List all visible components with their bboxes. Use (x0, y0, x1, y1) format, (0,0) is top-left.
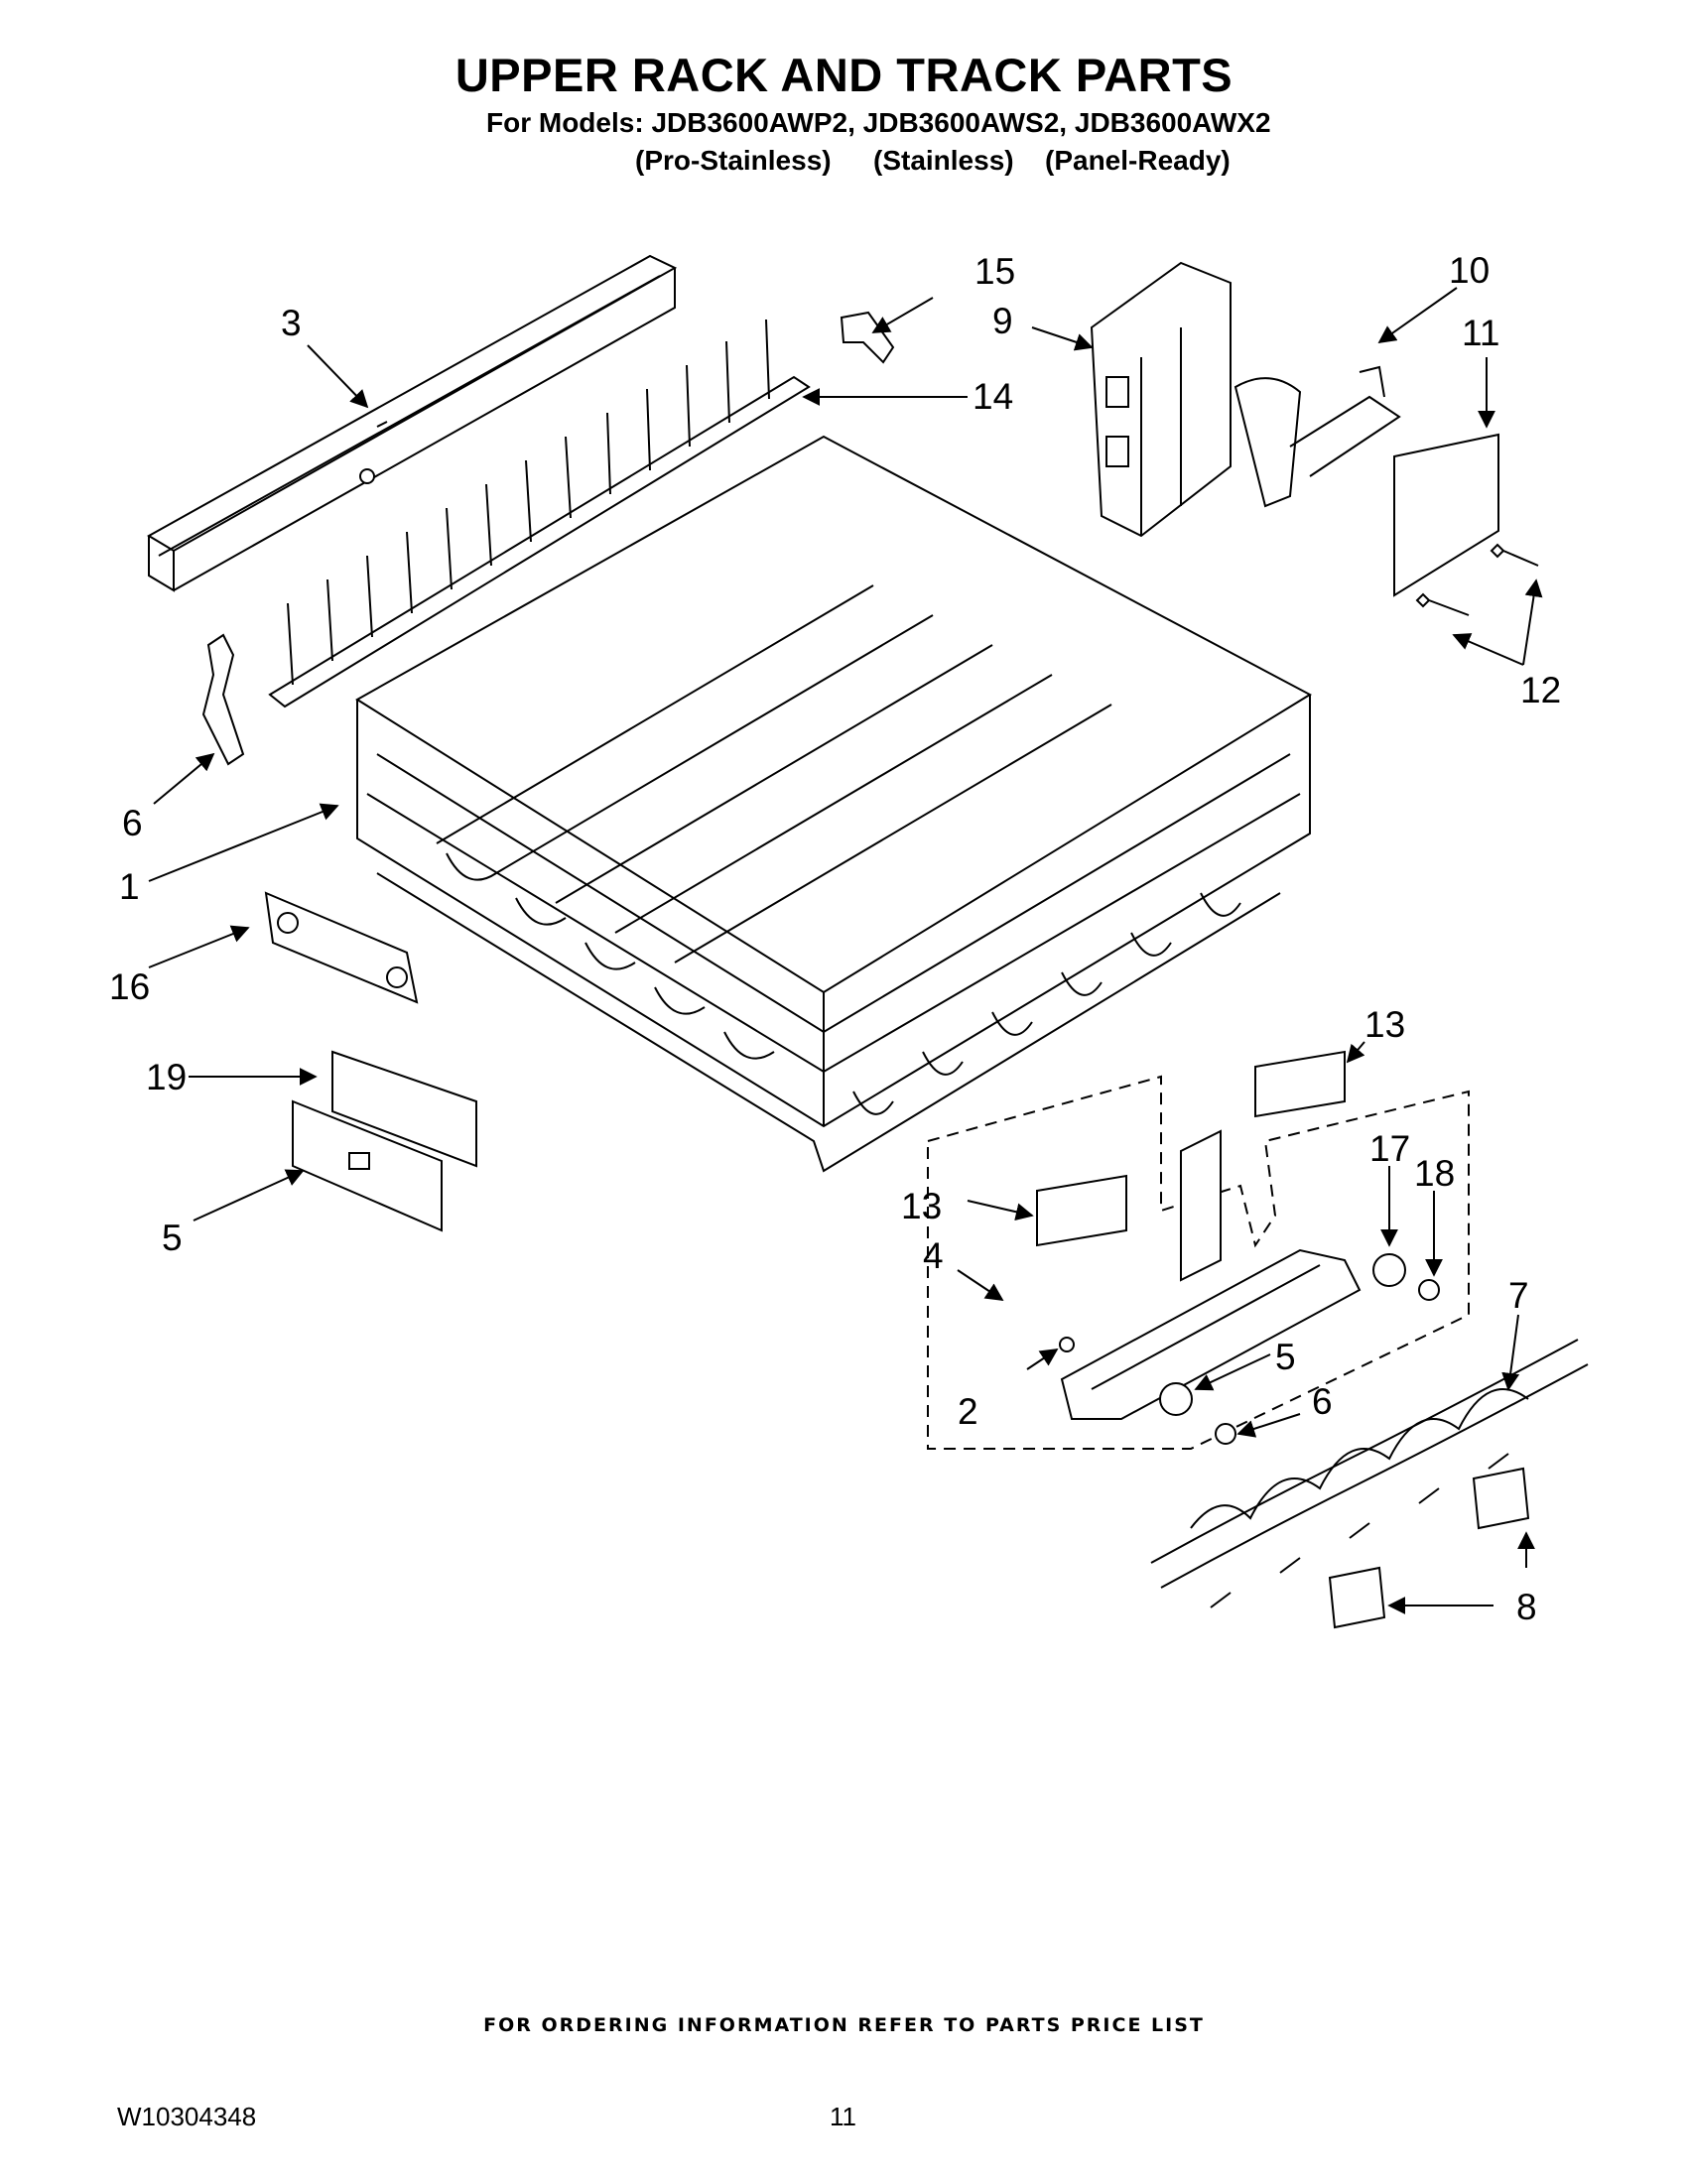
adjuster-housing-part (1090, 261, 1232, 538)
bracket-part (264, 891, 419, 1004)
callout-12: 12 (1520, 670, 1561, 710)
variant-pro-stainless: (Pro-Stainless) (635, 145, 832, 176)
callout-10: 10 (1449, 250, 1490, 291)
handle-frame-part (331, 1050, 477, 1168)
callout-6-track: 6 (1312, 1381, 1333, 1422)
screws-part (1415, 543, 1539, 616)
callout-11: 11 (1462, 313, 1499, 353)
leader-lines (148, 287, 1543, 1614)
callout-3: 3 (281, 303, 302, 343)
model-variants: (Pro-Stainless) (Stainless) (Panel-Ready… (0, 145, 1688, 185)
wheel-part (1372, 1253, 1406, 1287)
variant-stainless: (Stainless) (873, 145, 1014, 176)
track-stop-upper-part (1036, 1174, 1127, 1247)
callout-5-handle: 5 (162, 1218, 183, 1258)
variant-panel-ready: (Panel-Ready) (1045, 145, 1231, 176)
callout-8: 8 (1516, 1587, 1537, 1627)
callout-4: 4 (923, 1235, 944, 1276)
callout-13-upper: 13 (1364, 1004, 1405, 1045)
wheel-lower-part (1159, 1382, 1193, 1416)
track-assembly-outline (927, 1075, 1470, 1450)
page-title: UPPER RACK AND TRACK PARTS (454, 49, 1234, 101)
track-rail-part (147, 254, 678, 592)
tine-row-part (268, 319, 811, 708)
clip-part (840, 311, 895, 364)
callout-18: 18 (1414, 1153, 1455, 1194)
callout-labels: 1 2 3 4 5 5 6 6 7 8 9 10 11 12 13 13 14 … (109, 250, 1561, 1627)
lever-part (1234, 365, 1401, 508)
callout-13-lower: 13 (901, 1186, 942, 1226)
callout-7: 7 (1508, 1275, 1529, 1316)
axle-part (1418, 1279, 1440, 1301)
callout-15: 15 (974, 251, 1015, 292)
callout-19: 19 (146, 1057, 187, 1097)
rack-stop-left-part (1328, 1566, 1386, 1629)
callout-14: 14 (973, 376, 1013, 417)
callout-17: 17 (1369, 1128, 1410, 1169)
pin-part (1059, 1337, 1075, 1352)
cover-plate-part (1393, 433, 1499, 597)
callout-6-rack: 6 (122, 803, 143, 843)
callout-9: 9 (992, 301, 1013, 341)
callout-16: 16 (109, 966, 150, 1007)
ordering-note: FOR ORDERING INFORMATION REFER TO PARTS … (483, 2014, 1205, 2036)
models-line: For Models: JDB3600AWP2, JDB3600AWS2, JD… (486, 107, 1271, 138)
axle-lower-part (1215, 1423, 1236, 1445)
track-stop-lower-part (1254, 1050, 1346, 1118)
upper-rack-basket (355, 435, 1313, 1173)
page-number: 11 (830, 2102, 856, 2131)
rack-stop-right-part (1472, 1467, 1530, 1530)
document-number: W10304348 (117, 2102, 257, 2131)
callout-2: 2 (958, 1391, 978, 1432)
handle-cover-part (292, 1099, 443, 1232)
rack-clip-part (201, 633, 245, 766)
callout-1: 1 (119, 866, 140, 907)
callout-5-track: 5 (1275, 1337, 1296, 1377)
track-part (1060, 1129, 1362, 1420)
